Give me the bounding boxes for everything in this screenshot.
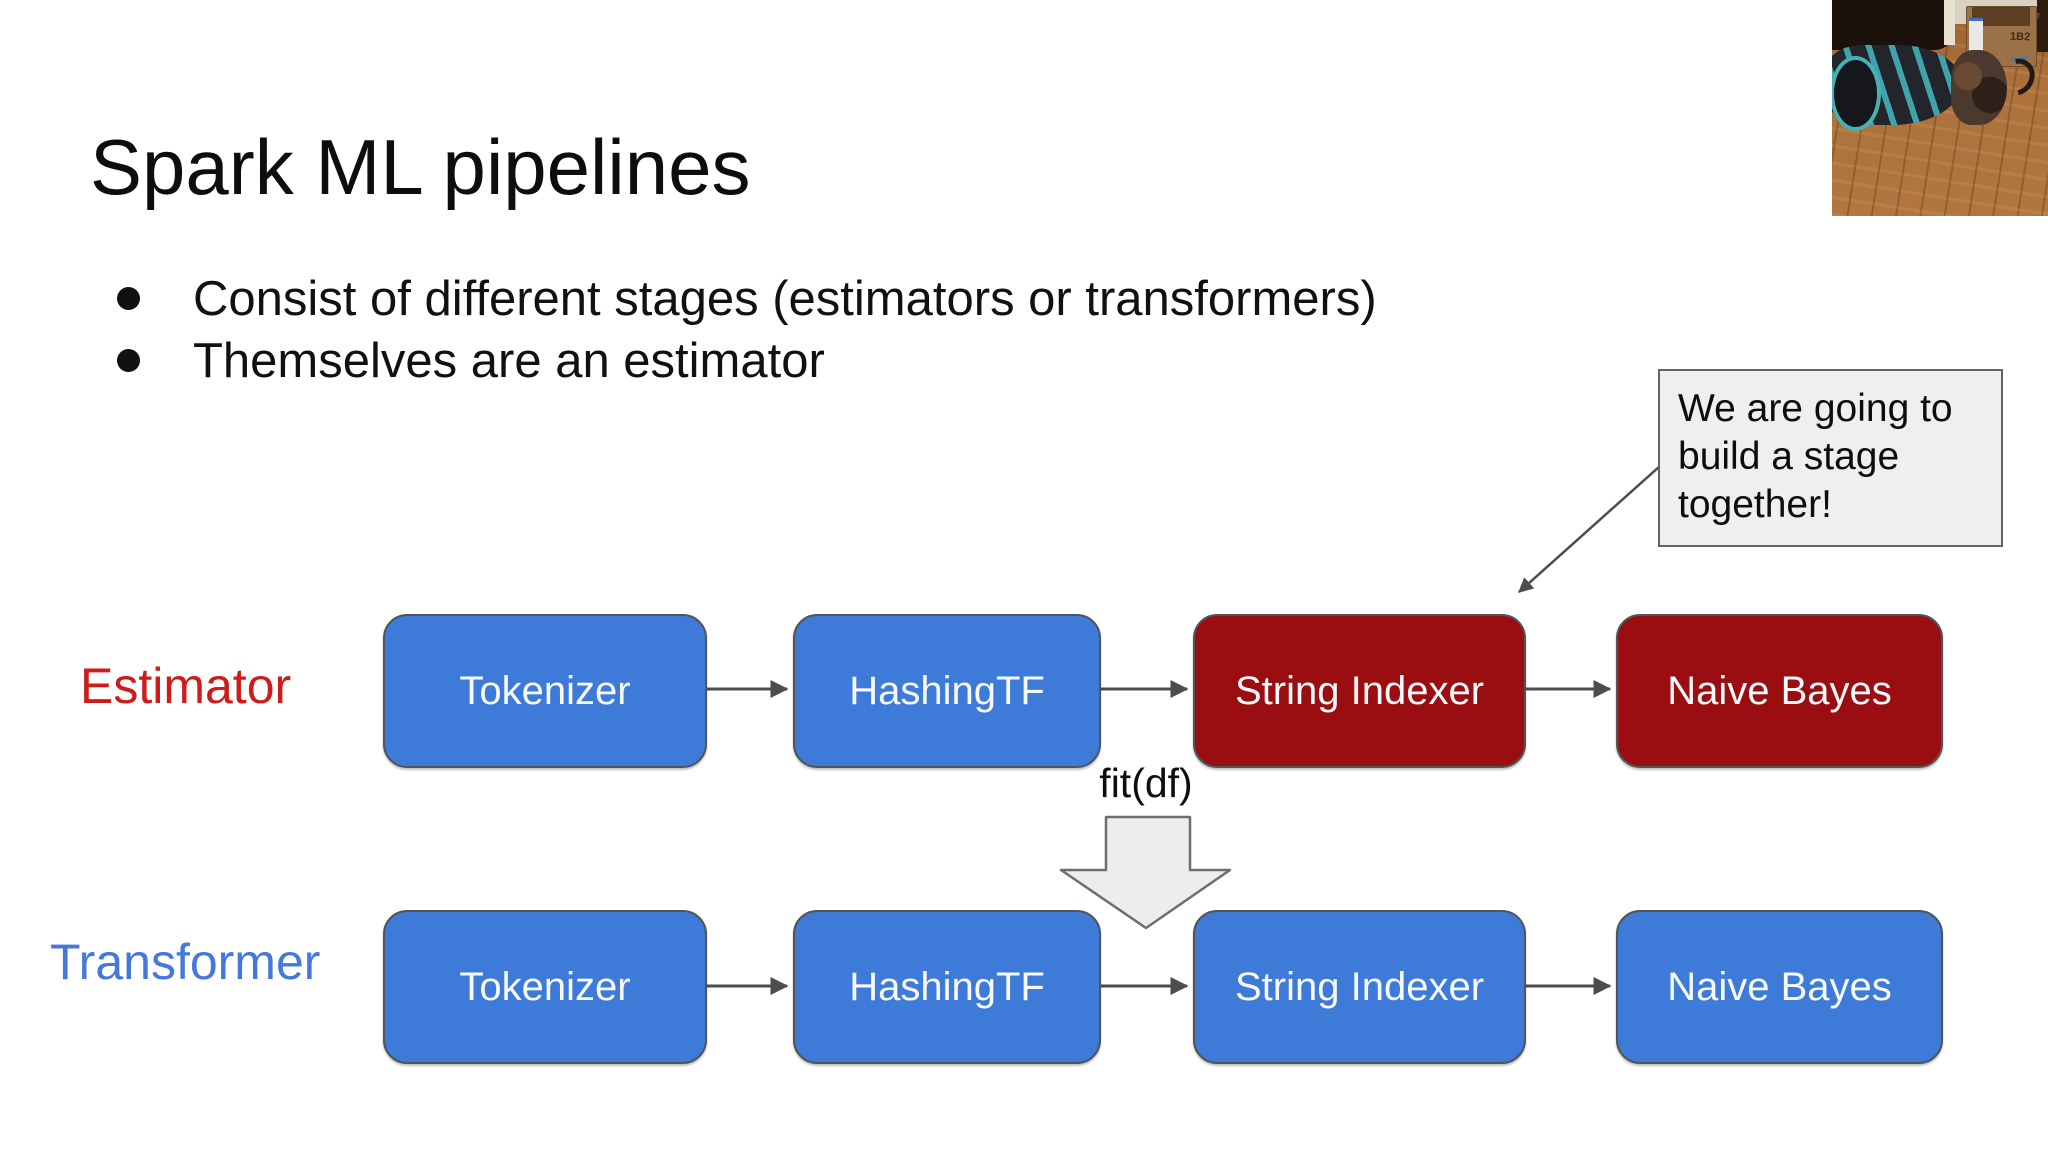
row-label-estimator: Estimator xyxy=(80,658,292,714)
bullet-item: Themselves are an estimator xyxy=(110,330,1377,392)
callout-line: We are going to xyxy=(1678,387,1953,430)
photo-cat xyxy=(1950,49,2007,126)
stage-box-tokenizer-transformer: Tokenizer xyxy=(383,910,707,1064)
stage-box-hashingtf-transformer: HashingTF xyxy=(793,910,1101,1064)
stage-box-naive-bayes-estimator: Naive Bayes xyxy=(1616,614,1943,768)
photo-cardboard-box: 1B2 xyxy=(1965,6,2038,67)
photo-doorframe xyxy=(1944,0,1956,46)
bullet-item: Consist of different stages (estimators … xyxy=(110,268,1377,330)
callout-line: build a stage xyxy=(1678,435,1900,478)
stage-box-string-indexer-estimator: String Indexer xyxy=(1193,614,1526,768)
page-title: Spark ML pipelines xyxy=(90,123,751,211)
stage-box-hashingtf-estimator: HashingTF xyxy=(793,614,1101,768)
callout-pointer-arrow-icon xyxy=(1518,465,1661,593)
webcam-photo: 1B2 xyxy=(1832,0,2048,216)
photo-box-opening xyxy=(1972,7,2031,27)
stage-label: Tokenizer xyxy=(459,964,631,1009)
fit-label: fit(df) xyxy=(1099,760,1193,806)
callout-box: We are going to build a stage together! xyxy=(1658,369,2003,547)
photo-tunnel-opening xyxy=(1832,56,1882,132)
stage-box-tokenizer-estimator: Tokenizer xyxy=(383,614,707,768)
stage-label: Tokenizer xyxy=(459,668,631,713)
photo-shipping-label xyxy=(1968,17,1983,58)
stage-label: HashingTF xyxy=(849,668,1045,713)
stage-box-string-indexer-transformer: String Indexer xyxy=(1193,910,1526,1064)
stage-box-naive-bayes-transformer: Naive Bayes xyxy=(1616,910,1943,1064)
stage-label: Naive Bayes xyxy=(1667,964,1892,1009)
stage-label: String Indexer xyxy=(1234,668,1485,713)
callout-line: together! xyxy=(1678,483,1832,526)
photo-box-marking: 1B2 xyxy=(2010,30,2031,44)
stage-label: Naive Bayes xyxy=(1667,668,1892,713)
row-label-transformer: Transformer xyxy=(50,934,321,990)
stage-label: HashingTF xyxy=(849,964,1045,1009)
photo-furniture-leg xyxy=(2037,0,2048,52)
photo-doorway xyxy=(1832,0,1953,50)
stage-label: String Indexer xyxy=(1234,964,1485,1009)
bullet-list: Consist of different stages (estimators … xyxy=(110,268,1377,392)
